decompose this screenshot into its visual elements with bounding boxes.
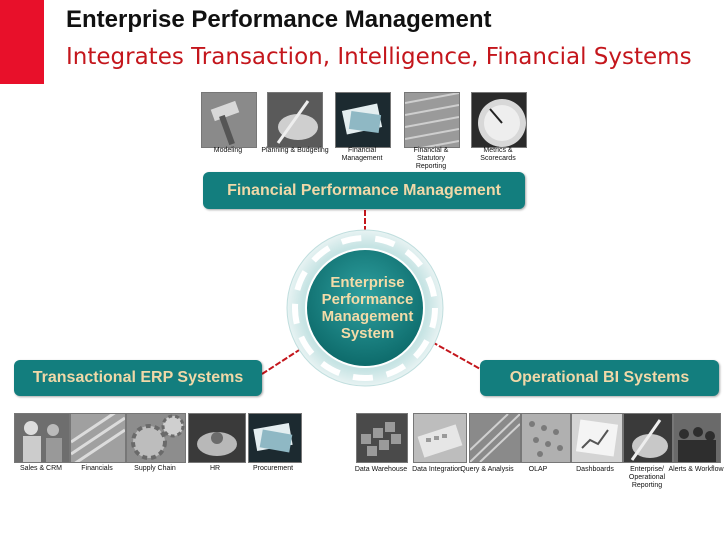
caption-data-warehouse: Data Warehouse [354, 466, 408, 473]
caption-dashboards: Dashboards [576, 466, 614, 473]
caption-financials: Financials [81, 465, 113, 472]
center-line-3: Management [321, 308, 414, 325]
blocks-icon [356, 413, 408, 463]
caption-modeling: Modeling [213, 147, 243, 154]
gauge-icon [471, 92, 527, 148]
page-title: Enterprise Performance Management [66, 6, 492, 33]
hammer-icon [201, 92, 257, 148]
caption-hr: HR [209, 465, 221, 472]
caption-enterprise-operational-reporting: Enterprise/ Operational Reporting [628, 466, 666, 489]
transactional-erp-systems-pill[interactable]: Transactional ERP Systems [14, 360, 262, 396]
caption-alerts-workflow: Alerts & Workflow [668, 466, 724, 473]
banknotes-icon [335, 92, 391, 148]
operational-bi-systems-pill[interactable]: Operational BI Systems [480, 360, 719, 396]
texture-icon [404, 92, 460, 148]
caption-metrics-scorecards: Metrics & Scorecards [480, 147, 516, 162]
center-line-2: Performance [321, 291, 414, 308]
caption-financial-statutory-reporting: Financial & Statutory Reporting [413, 147, 449, 170]
brand-red-bar [0, 0, 44, 84]
money-icon [248, 413, 302, 463]
pen-hand-icon [623, 413, 673, 463]
steel-texture-icon [70, 413, 126, 463]
people-meeting-icon [14, 413, 70, 463]
caption-query-analysis: Query & Analysis [460, 466, 514, 473]
caption-sales-crm: Sales & CRM [19, 465, 62, 472]
caption-planning-budgeting: Planning & Budgeting [261, 147, 329, 154]
keyboard-icon [413, 413, 467, 463]
crowd-icon [673, 413, 721, 463]
gears-icon [126, 413, 186, 463]
center-label: Enterprise Performance Management System [305, 274, 430, 342]
chart-paper-icon [571, 413, 623, 463]
caption-financial-management: Financial Management [341, 147, 383, 162]
center-line-1: Enterprise [330, 274, 405, 291]
page-subtitle: Integrates Transaction, Intelligence, Fi… [66, 44, 692, 70]
caption-procurement: Procurement [252, 465, 294, 472]
center-circle [286, 229, 444, 387]
caption-olap: OLAP [528, 466, 548, 473]
center-line-4: System [340, 325, 395, 342]
caption-data-integration: Data Integration [412, 466, 462, 473]
financial-performance-management-pill[interactable]: Financial Performance Management [203, 172, 525, 209]
graph-texture-icon [469, 413, 521, 463]
pen-hand-icon [267, 92, 323, 148]
dots-icon [521, 413, 571, 463]
hands-icon [188, 413, 246, 463]
caption-supply-chain: Supply Chain [134, 465, 176, 472]
